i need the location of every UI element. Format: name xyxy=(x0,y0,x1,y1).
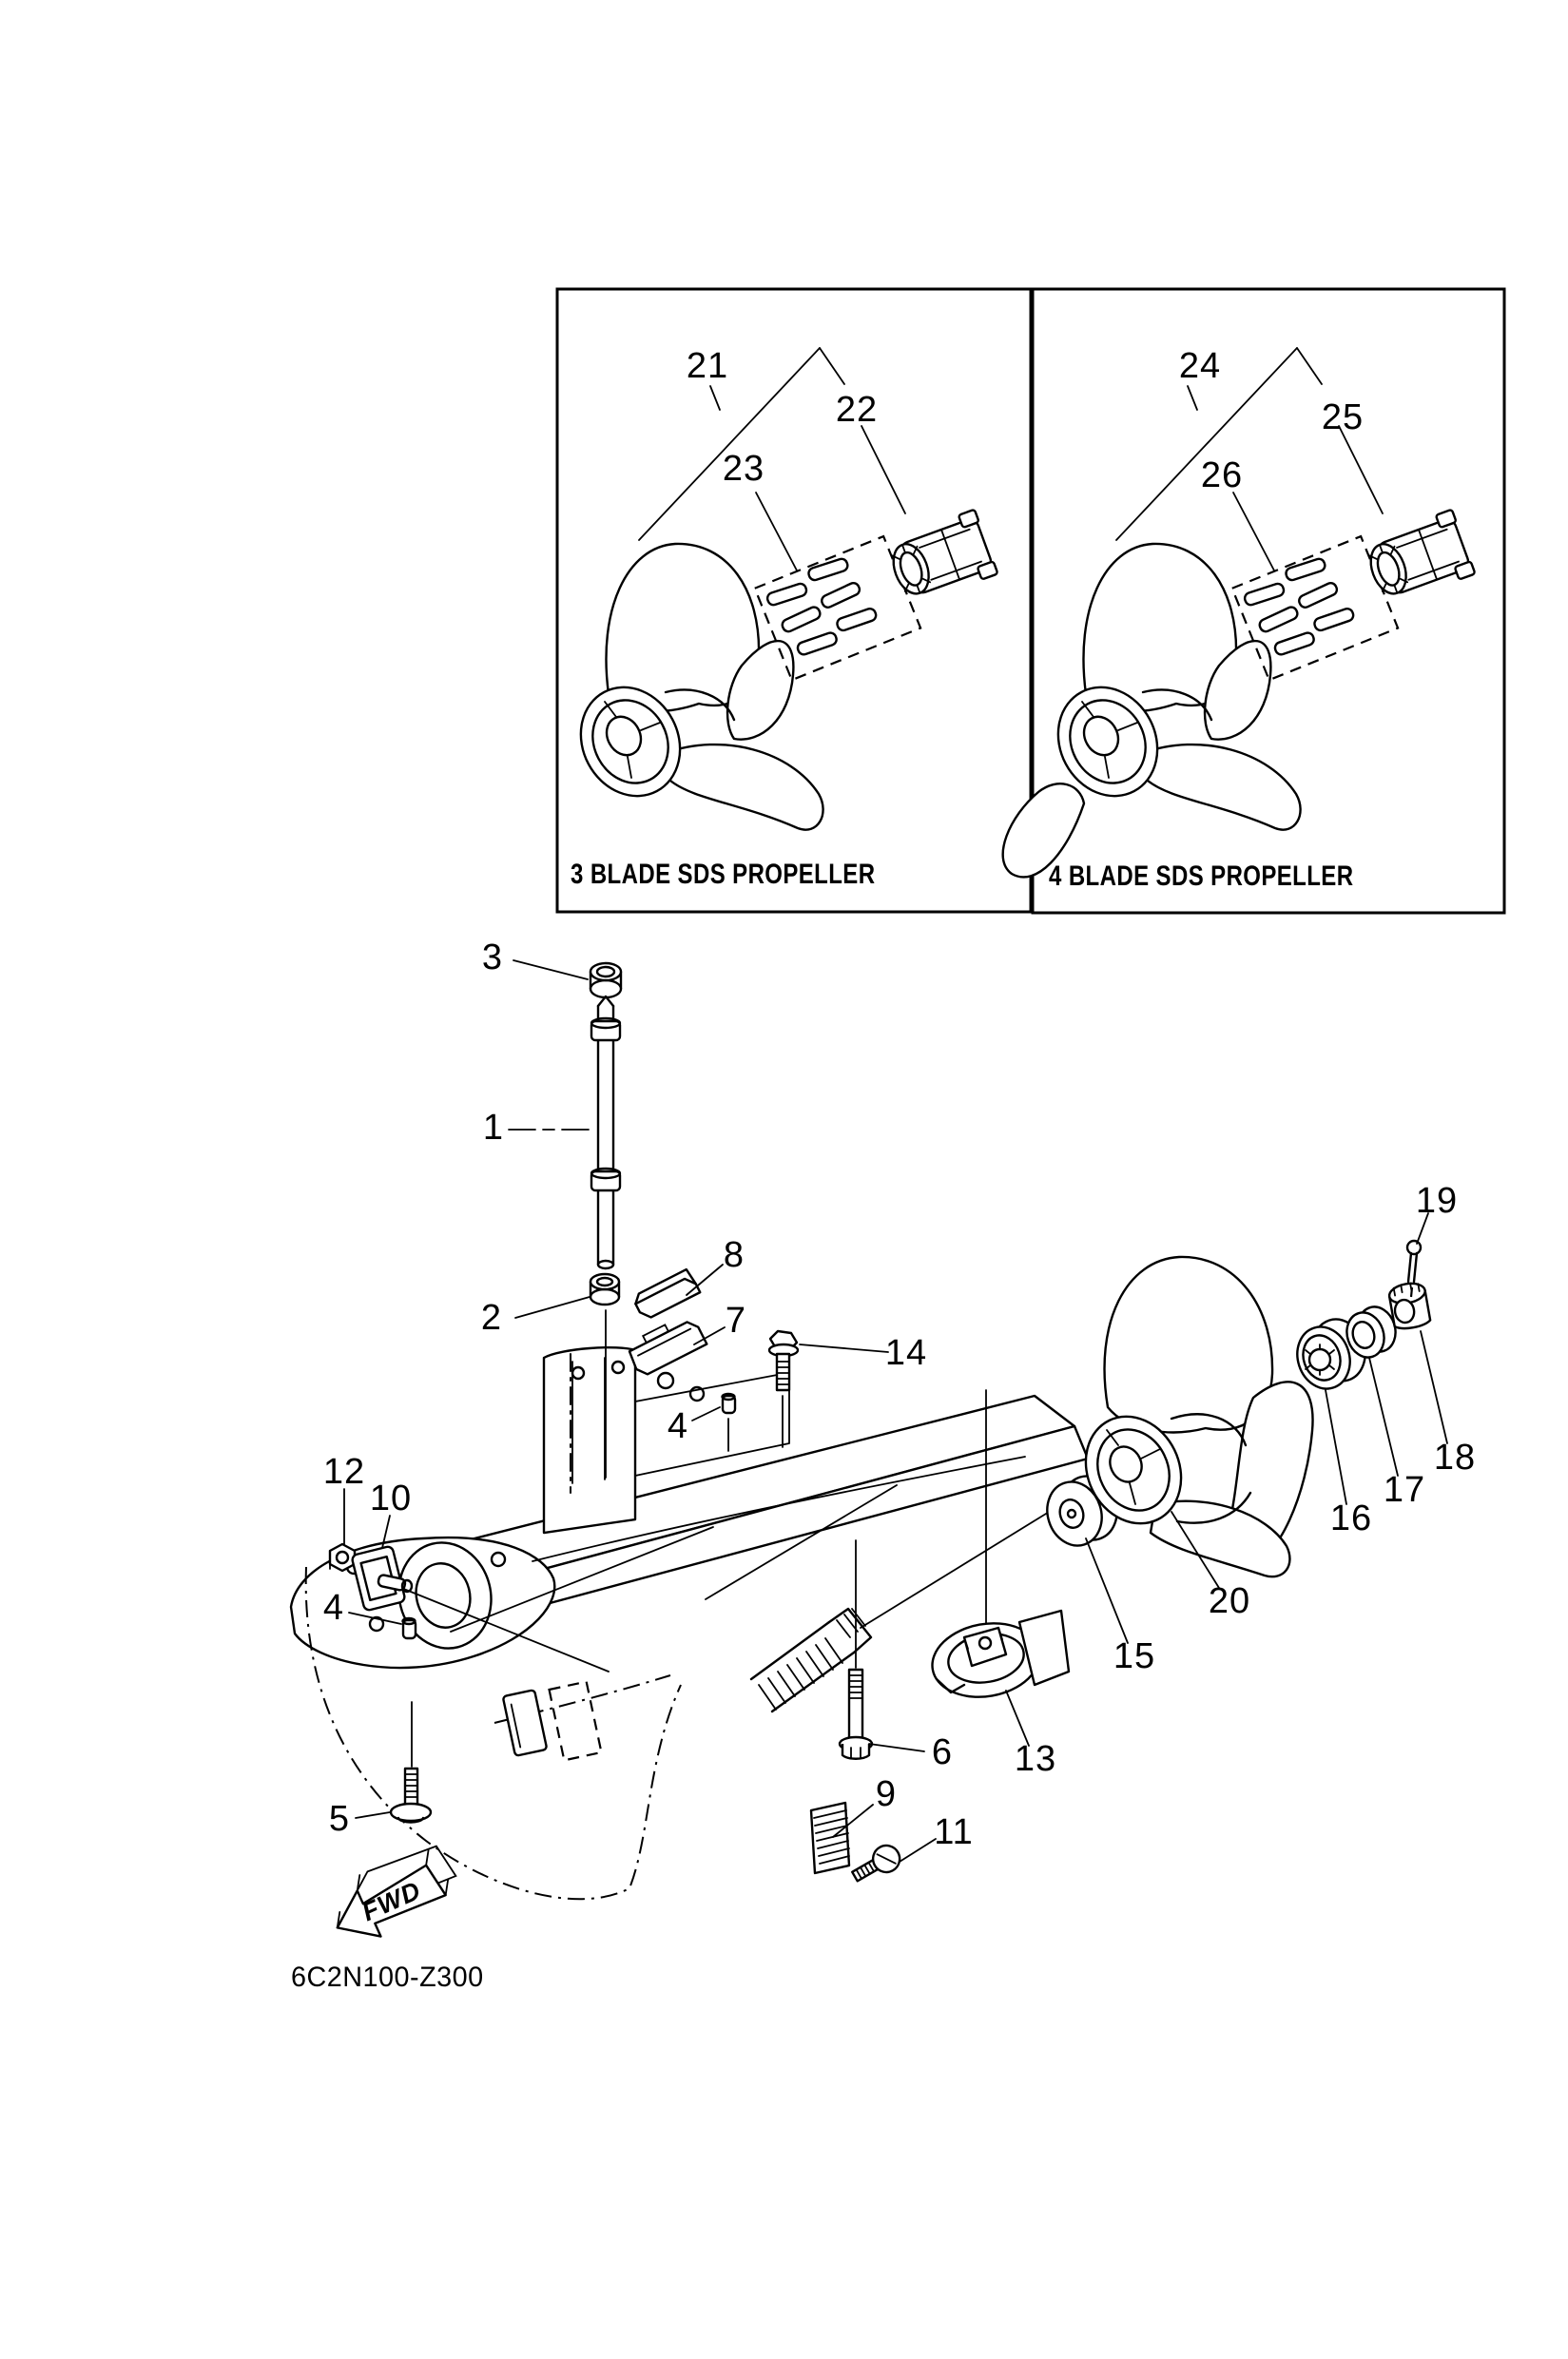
callout-5: 5 xyxy=(328,1799,351,1839)
prop-shaft xyxy=(749,1607,873,1713)
part-code: 6C2N100-Z300 xyxy=(291,1962,484,1993)
callout-10: 10 xyxy=(369,1479,413,1518)
callout-25: 25 xyxy=(1321,397,1365,437)
panel-4blade-leaders xyxy=(1115,347,1384,571)
drive-shaft-cap xyxy=(589,961,623,999)
fwd-arrow xyxy=(336,1845,457,1938)
callout-4-left: 4 xyxy=(322,1588,345,1628)
dowel-pin-upper xyxy=(721,1392,737,1415)
shift-key xyxy=(634,1267,702,1319)
callout-3: 3 xyxy=(481,938,504,977)
callout-18: 18 xyxy=(1433,1438,1477,1478)
callout-14: 14 xyxy=(884,1333,928,1373)
callout-11: 11 xyxy=(934,1812,974,1852)
propeller-3blade-illustration xyxy=(579,542,824,831)
spline-hub-3blade xyxy=(882,508,999,609)
bolt-14 xyxy=(767,1329,800,1392)
dowel-pin-left xyxy=(401,1616,417,1640)
callout-9: 9 xyxy=(875,1774,898,1814)
callout-15: 15 xyxy=(1113,1636,1156,1676)
callout-22: 22 xyxy=(835,390,879,430)
assembly-ghost-lines xyxy=(400,1309,1059,1768)
callout-19: 19 xyxy=(1415,1181,1459,1221)
callout-20: 20 xyxy=(1208,1581,1251,1621)
panel-caption-4blade: 4 BLADE SDS PROPELLER xyxy=(1049,860,1354,892)
callout-6: 6 xyxy=(931,1732,954,1772)
callout-26: 26 xyxy=(1200,455,1244,495)
spline-hub-4blade xyxy=(1360,508,1477,609)
propeller-main xyxy=(1084,1255,1314,1578)
drive-shaft xyxy=(590,995,622,1270)
callout-2: 2 xyxy=(480,1298,503,1338)
cotter-pin xyxy=(1405,1239,1423,1298)
trim-tab xyxy=(931,1609,1071,1698)
propeller-nut xyxy=(1387,1282,1432,1330)
panel-4blade-box xyxy=(1031,287,1506,915)
callout-1: 1 xyxy=(482,1108,505,1148)
callout-16: 16 xyxy=(1329,1499,1373,1538)
main-leader-lines xyxy=(343,959,1448,1863)
callout-7: 7 xyxy=(725,1301,747,1341)
screw-11 xyxy=(851,1844,901,1883)
shaft-seal xyxy=(589,1272,621,1306)
bolt-6 xyxy=(838,1668,874,1760)
callout-24: 24 xyxy=(1178,346,1222,386)
nut-12 xyxy=(328,1542,357,1573)
panel-3blade-box xyxy=(555,287,1033,914)
retainer-bracket xyxy=(628,1321,708,1376)
callout-8: 8 xyxy=(723,1235,745,1275)
gearcase-housing xyxy=(289,1345,1090,1670)
callout-17: 17 xyxy=(1383,1470,1426,1510)
callout-12: 12 xyxy=(322,1452,366,1492)
panel-caption-3blade: 3 BLADE SDS PROPELLER xyxy=(571,859,876,890)
callout-4-upper: 4 xyxy=(667,1406,689,1446)
propeller-4blade-illustration xyxy=(1001,542,1302,879)
anode-bracket xyxy=(351,1545,414,1612)
lower-casing-ghost xyxy=(304,1566,682,1901)
water-inlet-grille xyxy=(809,1801,851,1875)
callout-21: 21 xyxy=(686,346,729,386)
callout-13: 13 xyxy=(1014,1739,1057,1779)
callout-23: 23 xyxy=(722,449,765,489)
bolt-5 xyxy=(389,1767,433,1824)
panel-3blade-leaders xyxy=(638,347,906,571)
